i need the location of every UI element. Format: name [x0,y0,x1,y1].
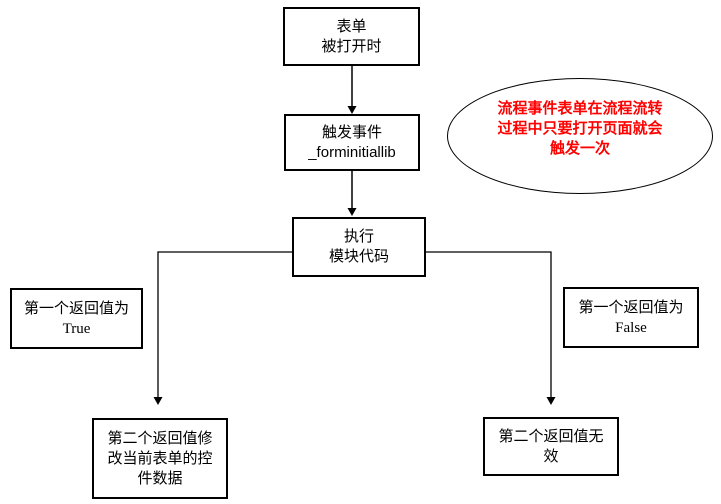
annotation-line: 触发一次 [549,141,610,157]
node-line: 件数据 [137,470,183,487]
node-line: 触发事件 [321,124,382,141]
node-line: False [615,319,647,336]
node-first-return-true: 第一个返回值为 True [10,288,143,349]
node-trigger-event: 触发事件 _forminitiallib [284,114,420,171]
arrowhead-down-icon [347,208,357,216]
node-line: 效 [543,448,559,465]
connector-execute-to-invalid [426,251,552,397]
node-line: 表单 [336,18,367,35]
node-line: 模块代码 [328,249,389,265]
connector-execute-to-modify [157,251,292,397]
node-second-return-modify: 第二个返回值修 改当前表单的控 件数据 [92,418,228,499]
node-line: True [62,320,91,337]
node-first-return-false: 第一个返回值为 False [563,287,699,348]
node-execute-module: 执行 模块代码 [292,217,426,277]
node-line: 改当前表单的控 [107,450,213,467]
node-line: 被打开时 [321,38,382,55]
node-form-opened: 表单 被打开时 [283,7,420,66]
node-line: 第二个返回值无 [498,428,604,445]
annotation-ellipse: 流程事件表单在流程流转 过程中只要打开页面就会 触发一次 [447,78,713,194]
node-line: _forminitiallib [308,143,396,161]
node-line: 执行 [343,229,374,245]
node-line: 第一个返回值为 [578,299,684,316]
annotation-line: 流程事件表单在流程流转 [497,101,663,117]
node-line: 第二个返回值修 [107,430,213,447]
annotation-line: 过程中只要打开页面就会 [497,121,663,137]
node-second-return-invalid: 第二个返回值无 效 [483,417,619,476]
arrowhead-down-icon [546,397,556,405]
node-line: 第一个返回值为 [23,300,129,317]
arrowhead-down-icon [153,397,163,405]
arrowhead-down-icon [347,106,357,114]
